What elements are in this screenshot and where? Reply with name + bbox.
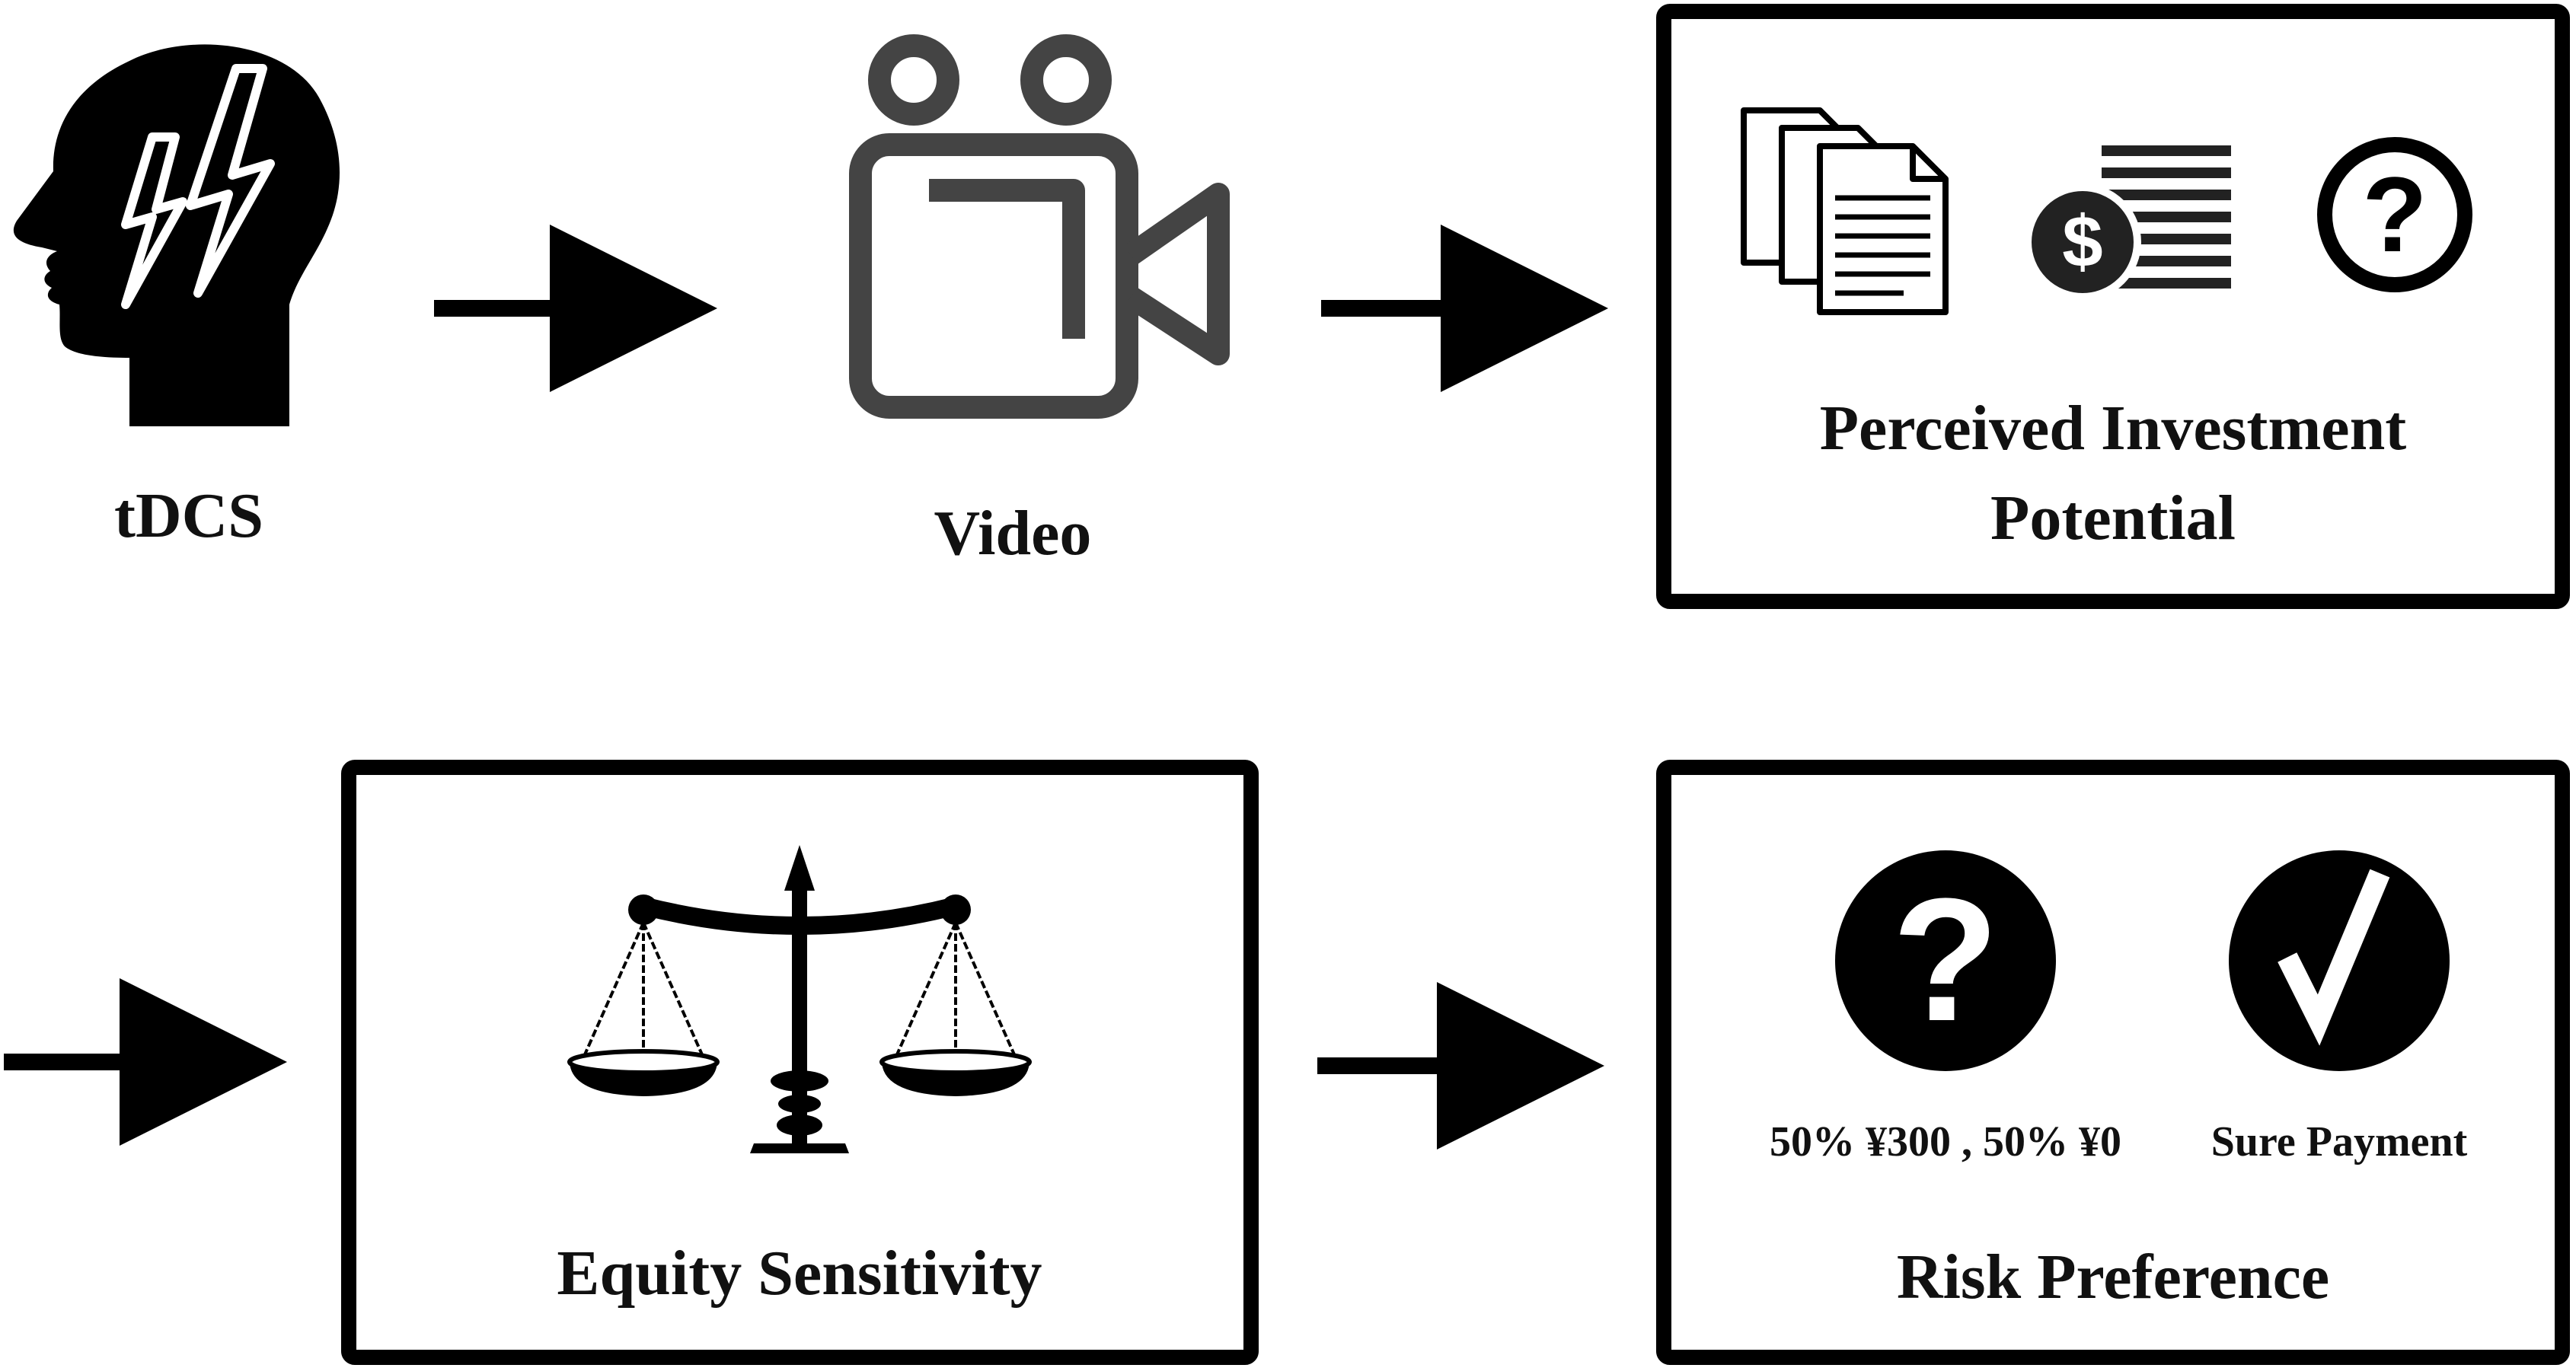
svg-text:$: $ xyxy=(2062,201,2102,282)
risk-title: Risk Preference xyxy=(1897,1242,2329,1312)
equity-title: Equity Sensitivity xyxy=(557,1238,1042,1309)
svg-text:?: ? xyxy=(1892,862,2000,1057)
investment-box: $ ? Perceived Investment Potential xyxy=(1656,4,2570,609)
risk-option-gamble: 50% ¥300 , 50% ¥0 xyxy=(1770,1118,2121,1166)
dollar-coins-icon: $ xyxy=(2024,145,2231,301)
risk-option-sure: Sure Payment xyxy=(2211,1118,2468,1166)
head-lightning-icon xyxy=(13,44,340,426)
video-camera-icon xyxy=(849,34,1230,419)
investment-title-line1: Perceived Investment xyxy=(1820,393,2407,464)
investment-title-line2: Potential xyxy=(1990,483,2236,553)
question-circle-icon: ? xyxy=(2317,137,2472,292)
video-label: Video xyxy=(934,498,1092,569)
risk-box: ? 50% ¥300 , 50% ¥0 Sure Payment Risk Pr… xyxy=(1656,760,2570,1365)
tdcs-label: tDCS xyxy=(114,480,263,551)
video-step: Video xyxy=(849,34,1230,569)
tdcs-step: tDCS xyxy=(13,44,340,551)
checkmark-circle-icon xyxy=(2229,850,2450,1071)
question-circle-icon: ? xyxy=(1835,850,2056,1071)
documents-icon xyxy=(1741,107,1949,315)
equity-box: Equity Sensitivity xyxy=(341,760,1259,1365)
balance-scale-icon xyxy=(567,845,1032,1153)
svg-text:?: ? xyxy=(2362,155,2428,274)
